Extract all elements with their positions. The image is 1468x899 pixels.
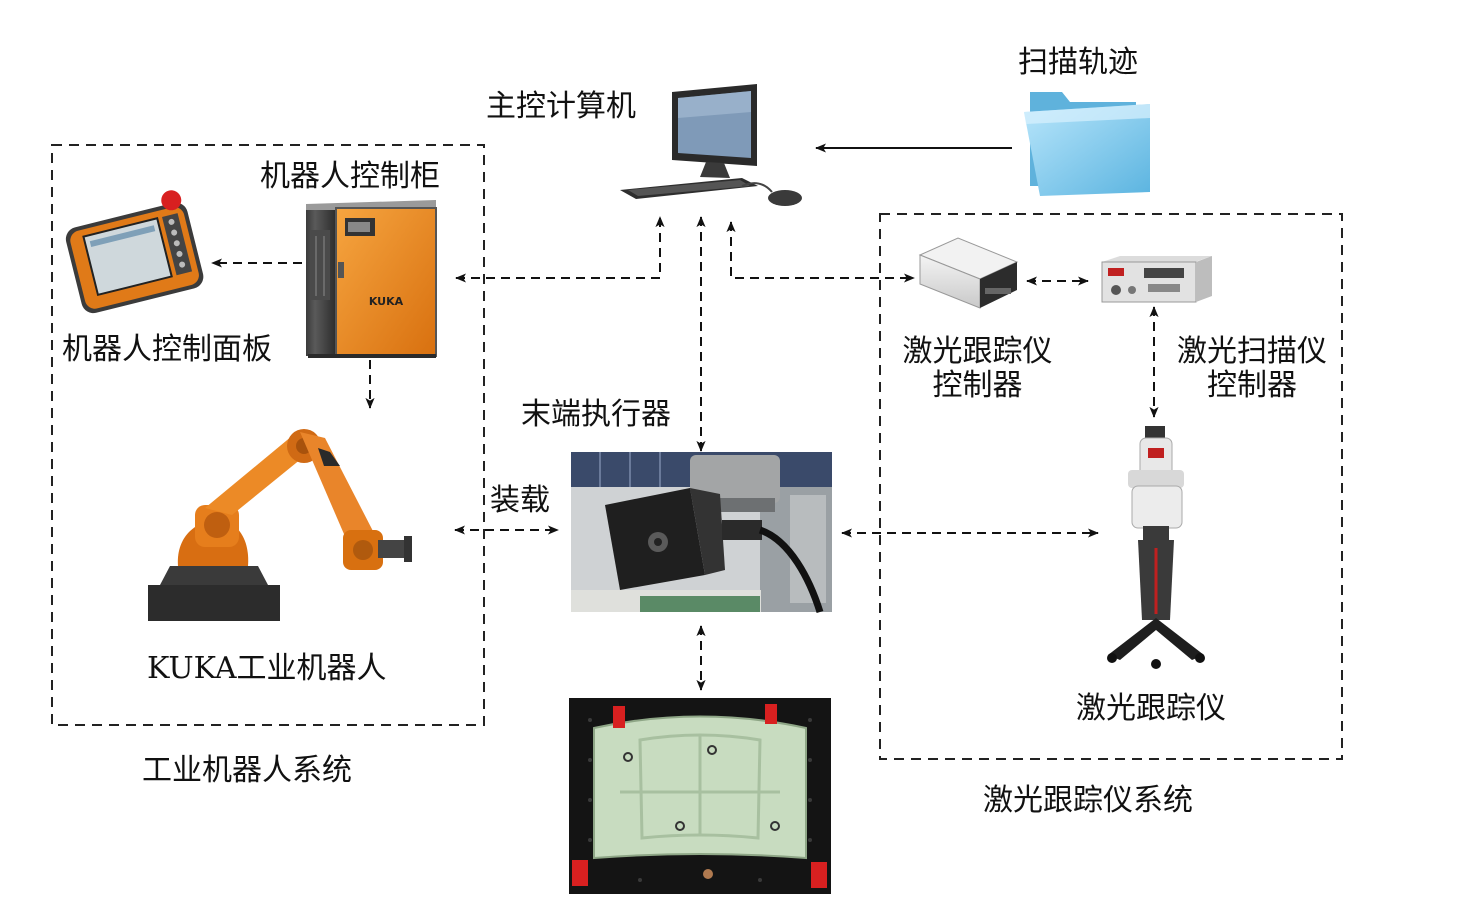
end-effector-label: 末端执行器: [521, 397, 671, 432]
folder-icon: [1024, 92, 1150, 196]
laser-tracker-label: 激光跟踪仪: [1076, 691, 1226, 726]
scanner-controller-label-line2: 控制器: [1207, 368, 1297, 403]
robot-panel-label: 机器人控制面板: [62, 332, 272, 367]
desktop-computer-icon: [620, 84, 802, 206]
arrow-computer-tracker-controller: [726, 221, 915, 283]
scanner-controller-rack: [1101, 256, 1212, 303]
robot-system-label: 工业机器人系统: [142, 753, 352, 788]
robot-cabinet-label: 机器人控制柜: [260, 159, 440, 194]
tracker-system-boundary: [879, 213, 1343, 760]
kuka-robot-label: KUKA工业机器人: [147, 651, 387, 686]
robot-system-boundary: [51, 144, 485, 726]
workpiece-panel: [569, 698, 831, 894]
tracker-controller-label-line1: 激光跟踪仪: [902, 334, 1053, 369]
arrow-cabinet-computer: [455, 216, 665, 283]
scanner-controller-label: 激光扫描仪 控制器: [1162, 335, 1342, 403]
scan-path-label: 扫描轨迹: [1018, 45, 1138, 80]
laser-tracker: [1107, 426, 1205, 669]
cabinet-brand-label: KUKA: [369, 295, 404, 308]
industrial-robot-arm: [148, 429, 412, 621]
tracker-controller-label-line2: 控制器: [932, 368, 1023, 403]
teach-pendant: [65, 190, 204, 314]
robot-control-cabinet: KUKA: [306, 200, 437, 358]
tracker-controller-label: 激光跟踪仪 控制器: [890, 335, 1065, 403]
tracker-system-label: 激光跟踪仪系统: [983, 783, 1193, 818]
main-computer-label: 主控计算机: [486, 89, 636, 124]
load-label: 装载: [490, 483, 550, 518]
tracker-controller-box: [918, 237, 1019, 309]
scanner-controller-label-line1: 激光扫描仪: [1177, 334, 1327, 369]
end-effector-scanner: [571, 452, 832, 614]
